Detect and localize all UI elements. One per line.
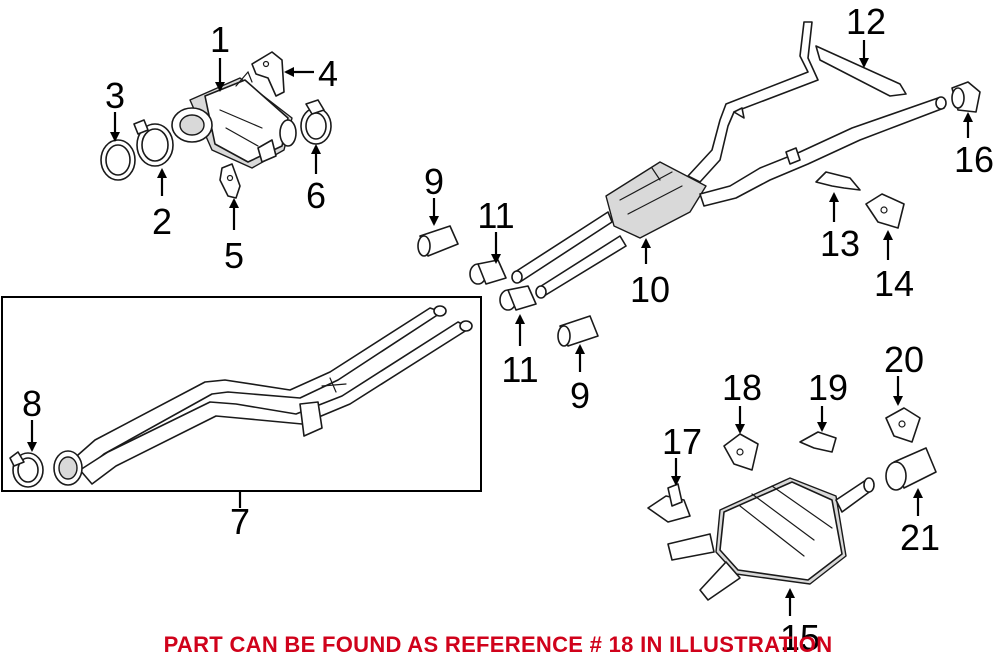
callout-3: 3 — [105, 75, 125, 116]
leader-arrows — [27, 40, 973, 616]
hanger-block — [865, 193, 905, 229]
callout-21: 21 — [900, 517, 940, 558]
gasket-ring — [100, 139, 136, 181]
callout-2: 2 — [152, 201, 172, 242]
callout-4: 4 — [318, 53, 338, 94]
sleeve-clamp-lower — [499, 285, 537, 311]
callout-9-upper: 9 — [424, 161, 444, 202]
callout-labels: 1 2 3 4 5 6 7 8 9 9 10 11 11 12 13 14 15… — [22, 1, 994, 658]
callout-16: 16 — [954, 139, 994, 180]
callout-14: 14 — [874, 263, 914, 304]
clamp-band — [133, 119, 174, 167]
callout-15: 15 — [780, 617, 820, 658]
front-pipe-assembly-frame — [1, 296, 482, 492]
rear-muffler — [667, 477, 875, 601]
callout-18: 18 — [722, 367, 762, 408]
callout-5: 5 — [224, 235, 244, 276]
bracket-clip — [815, 171, 861, 191]
callout-6: 6 — [306, 175, 326, 216]
mounting-bracket-lower — [219, 163, 241, 199]
callout-12: 12 — [846, 1, 886, 42]
callout-19: 19 — [808, 367, 848, 408]
rubber-hanger-lower — [557, 315, 599, 347]
callout-7: 7 — [230, 501, 250, 542]
callout-11-lower: 11 — [501, 349, 538, 390]
mounting-clip — [799, 431, 837, 453]
callout-11-upper: 11 — [477, 195, 514, 236]
callout-8: 8 — [22, 383, 42, 424]
callout-17: 17 — [662, 421, 702, 462]
callout-9-lower: 9 — [570, 375, 590, 416]
pipe-clamp — [9, 451, 44, 488]
mounting-bracket-upper — [251, 51, 285, 97]
sleeve-clamp-upper — [469, 259, 507, 285]
muffler-hanger — [723, 433, 759, 471]
rubber-hanger-upper — [417, 225, 459, 257]
tailpipe-hanger — [885, 407, 921, 443]
center-pipe-with-resonator — [511, 21, 947, 299]
muffler-bracket — [647, 483, 691, 523]
callout-13: 13 — [820, 223, 860, 264]
callout-20: 20 — [884, 339, 924, 380]
clamp-ring — [300, 99, 332, 145]
exhaust-tip-clamp — [951, 81, 981, 113]
callout-10: 10 — [630, 269, 670, 310]
callout-1: 1 — [210, 19, 230, 60]
tailpipe-tip — [885, 447, 937, 491]
footer-reference-note: PART CAN BE FOUND AS REFERENCE # 18 IN I… — [164, 632, 833, 657]
heat-shield-strip — [815, 45, 907, 97]
front-pipe-assembly — [53, 305, 473, 486]
catalytic-converter — [171, 70, 297, 169]
